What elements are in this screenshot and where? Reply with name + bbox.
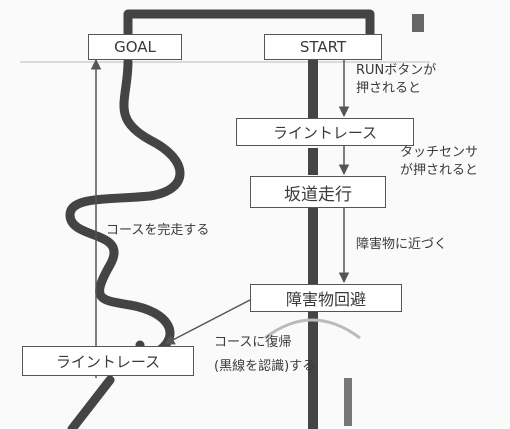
node-start-label: START: [299, 38, 347, 56]
label-run-pressed: RUNボタンが 押されると: [356, 62, 436, 98]
node-start: START: [264, 34, 382, 60]
node-goal-label: GOAL: [114, 38, 156, 56]
node-goal: GOAL: [88, 34, 182, 60]
node-line-trace-2-label: ライントレース: [55, 352, 161, 371]
label-finish-course: コースを完走する: [106, 223, 210, 238]
node-line-trace-1-label: ライントレース: [272, 123, 378, 142]
node-obstacle: 障害物回避: [250, 284, 402, 312]
label-touch-pressed-line1: タッチセンサ: [400, 145, 479, 160]
side-glyph-strip: [344, 378, 352, 426]
label-run-pressed-line1: RUNボタンが: [356, 63, 437, 78]
course-serpentine: [65, 57, 185, 429]
node-obstacle-label: 障害物回避: [285, 290, 366, 309]
node-slope: 坂道走行: [250, 176, 386, 208]
label-run-pressed-line2: 押されると: [356, 81, 422, 96]
small-marker: [412, 14, 424, 32]
label-touch-pressed-line2: が押されると: [400, 163, 479, 178]
course-top-connector: [123, 9, 375, 38]
label-recognize-line: (黒線を認識)する: [214, 359, 316, 374]
label-return-course: コースに復帰: [214, 335, 292, 350]
node-slope-label: 坂道走行: [284, 184, 352, 205]
course-obstacle-arc: [264, 318, 361, 340]
node-line-trace-1: ライントレース: [236, 118, 414, 146]
label-touch-pressed: タッチセンサ が押されると: [400, 144, 478, 180]
label-near-obstacle: 障害物に近づく: [356, 237, 448, 252]
node-line-trace-2: ライントレース: [22, 346, 194, 376]
arrow-obstacle-to-linetrace: [164, 299, 251, 345]
